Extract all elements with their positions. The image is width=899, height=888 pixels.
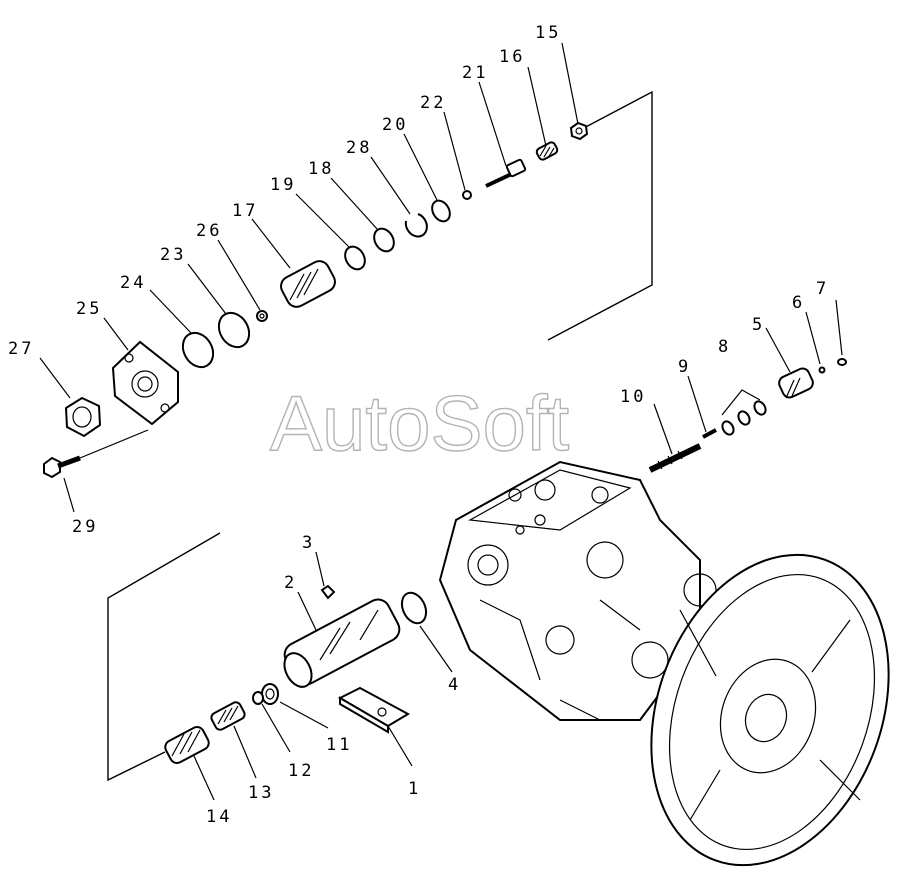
part-5-plug — [778, 367, 814, 399]
callout-11: 11 — [326, 735, 352, 755]
callout-2: 2 — [284, 573, 297, 593]
callout-19: 19 — [270, 175, 296, 195]
part-3-plug — [320, 584, 336, 600]
callout-5: 5 — [752, 315, 765, 335]
part-24-o-ring — [181, 331, 215, 369]
part-8-o-rings — [721, 389, 767, 436]
part-21-shaft — [485, 158, 527, 188]
callout-4: 4 — [448, 675, 461, 695]
part-27-nut — [64, 396, 102, 438]
part-10-spool — [648, 443, 702, 473]
callout-8: 8 — [718, 337, 731, 357]
callout-labels: 15 16 21 22 20 28 18 19 17 26 23 24 25 2… — [8, 23, 829, 827]
part-29-bolt — [43, 429, 149, 479]
callout-21: 21 — [462, 63, 488, 83]
callout-13: 13 — [248, 783, 274, 803]
part-9-pin — [702, 428, 717, 439]
frame-line-bottom — [107, 532, 221, 782]
part-12-seat — [252, 691, 264, 705]
callout-27: 27 — [8, 339, 34, 359]
callout-18: 18 — [308, 159, 334, 179]
callout-17: 17 — [232, 201, 258, 221]
callout-29: 29 — [72, 517, 98, 537]
part-16-spring — [535, 141, 559, 161]
part-19-o-ring — [344, 245, 366, 271]
callout-25: 25 — [76, 299, 102, 319]
part-28-snap-ring — [404, 213, 428, 238]
watermark: AutoSoft — [270, 379, 570, 467]
callout-15: 15 — [535, 23, 561, 43]
part-13-spring — [210, 701, 246, 731]
part-26-washer — [256, 310, 268, 322]
callout-26: 26 — [196, 221, 222, 241]
part-1-block — [337, 686, 411, 734]
callout-9: 9 — [678, 357, 691, 377]
callout-12: 12 — [288, 761, 314, 781]
callout-14: 14 — [206, 807, 232, 827]
callout-7: 7 — [816, 279, 829, 299]
callout-28: 28 — [346, 138, 372, 158]
part-23-o-ring — [217, 311, 251, 349]
part-15-nut — [569, 121, 589, 141]
callout-23: 23 — [160, 245, 186, 265]
part-20-o-ring — [431, 199, 451, 223]
callout-1: 1 — [408, 779, 421, 799]
part-2-valve-body — [283, 598, 401, 688]
callout-20: 20 — [382, 115, 408, 135]
part-11-washer — [261, 683, 279, 705]
part-22-small-ring — [462, 190, 472, 200]
callout-10: 10 — [620, 387, 646, 407]
part-6-ball — [818, 366, 826, 374]
part-4-o-ring — [400, 591, 428, 625]
callout-22: 22 — [420, 93, 446, 113]
callout-3: 3 — [302, 533, 315, 553]
part-18-o-ring — [373, 227, 395, 253]
part-7-screw — [837, 358, 847, 366]
callout-16: 16 — [499, 47, 525, 67]
pump-flange — [650, 553, 890, 867]
callout-24: 24 — [120, 273, 146, 293]
part-17-plug — [280, 260, 336, 308]
leader-lines — [39, 42, 843, 801]
part-14-spring — [164, 726, 210, 764]
callout-6: 6 — [792, 293, 805, 313]
part-25-flange — [111, 340, 179, 426]
frame-line-top — [547, 90, 653, 341]
